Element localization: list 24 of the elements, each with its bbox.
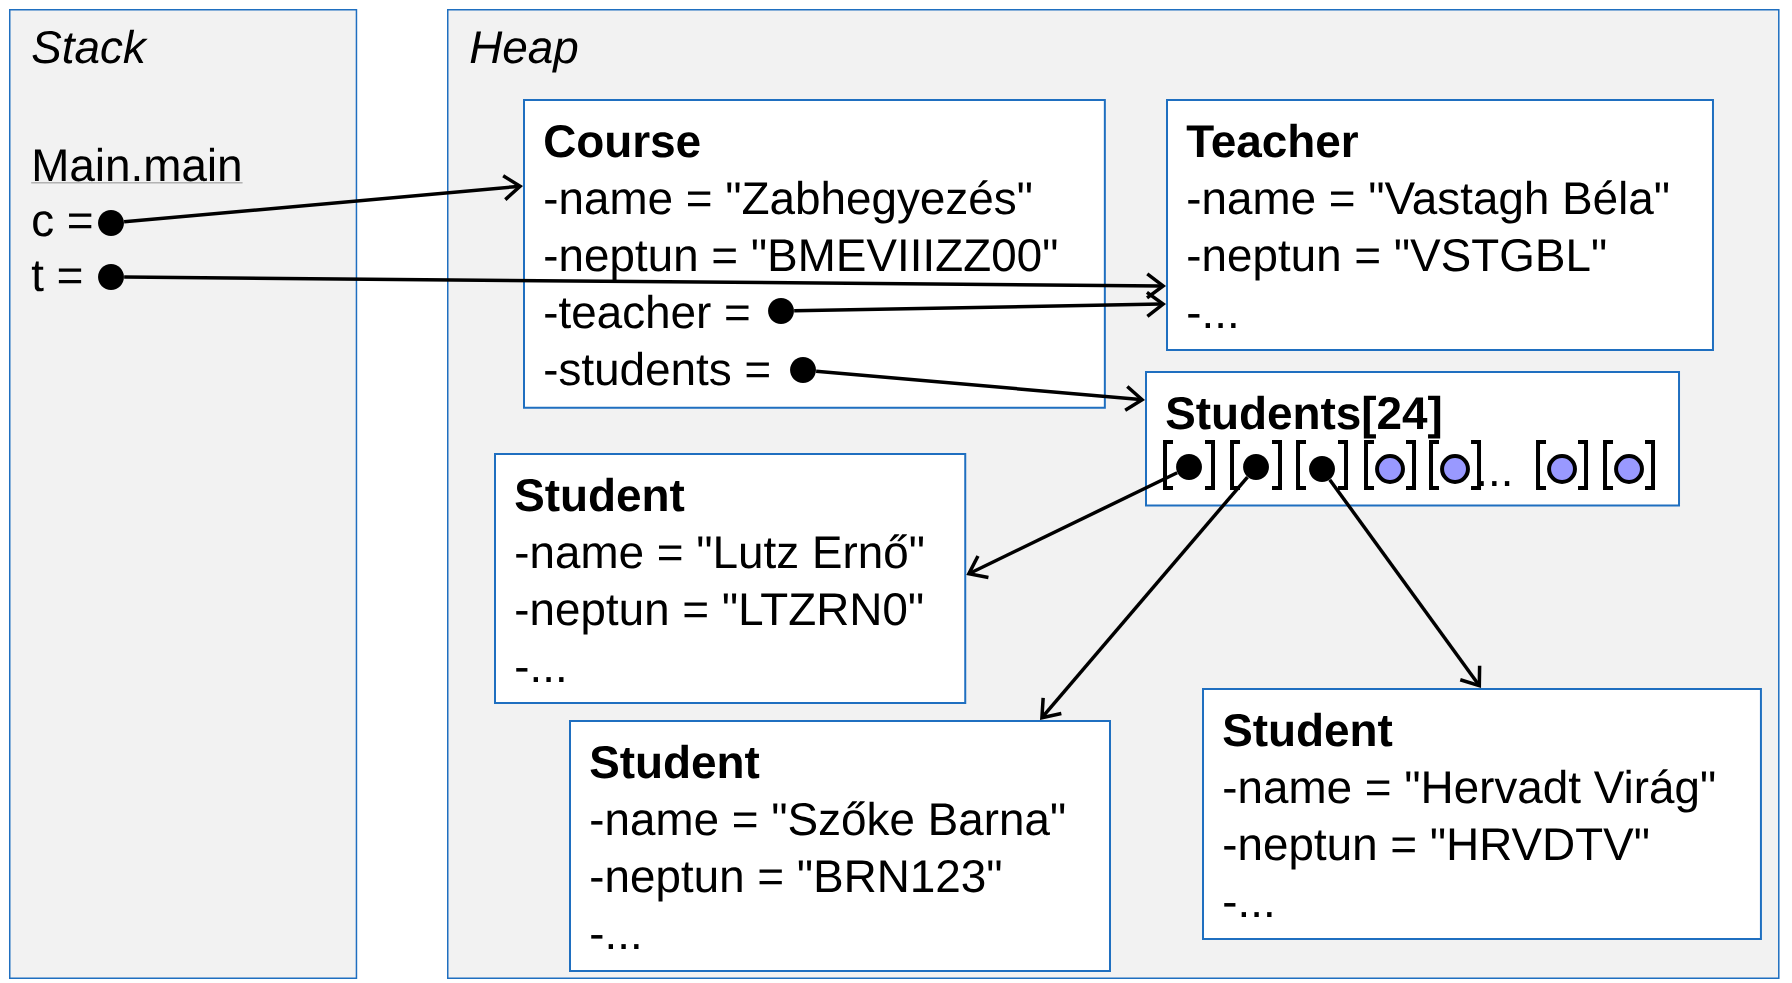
memory-panel: Stack Main.main c = t = (9, 9, 358, 979)
pointer-dot (1243, 454, 1269, 480)
pointer-dot (790, 357, 816, 383)
pointer-dot (98, 210, 124, 236)
pointer-dot (1614, 454, 1644, 484)
pointer-dot (1375, 454, 1405, 484)
object-box: Course -name = "Zabhegyezés" -neptun = "BMEVIIIZZ00" -teacher = -students = (523, 99, 1106, 409)
pointer-dot (1176, 454, 1202, 480)
arrow (1328, 478, 1482, 688)
arrow (966, 471, 1178, 580)
object-box: Student -name = "Szőke Barna" -neptun = "BRN123" -... (569, 720, 1111, 973)
pointer-dot (1547, 454, 1577, 484)
arrow (123, 174, 523, 224)
arrow (794, 290, 1166, 318)
pointer-dot (1440, 454, 1470, 484)
object-box: Teacher -name = "Vastagh Béla" -neptun = "VSTGBL" -... (1166, 99, 1714, 352)
arrow (1040, 475, 1249, 720)
object-box: Student -name = "Lutz Ernő" -neptun = "LTZRN0" -... (494, 453, 967, 705)
pointer-dot (98, 264, 124, 290)
arrow (124, 272, 1166, 300)
object-box: Student -name = "Hervadt Virág" -neptun = "HRVDTV" -... (1202, 688, 1762, 941)
arrow (815, 369, 1145, 412)
pointer-dot (768, 298, 794, 324)
pointer-dot (1309, 456, 1335, 482)
